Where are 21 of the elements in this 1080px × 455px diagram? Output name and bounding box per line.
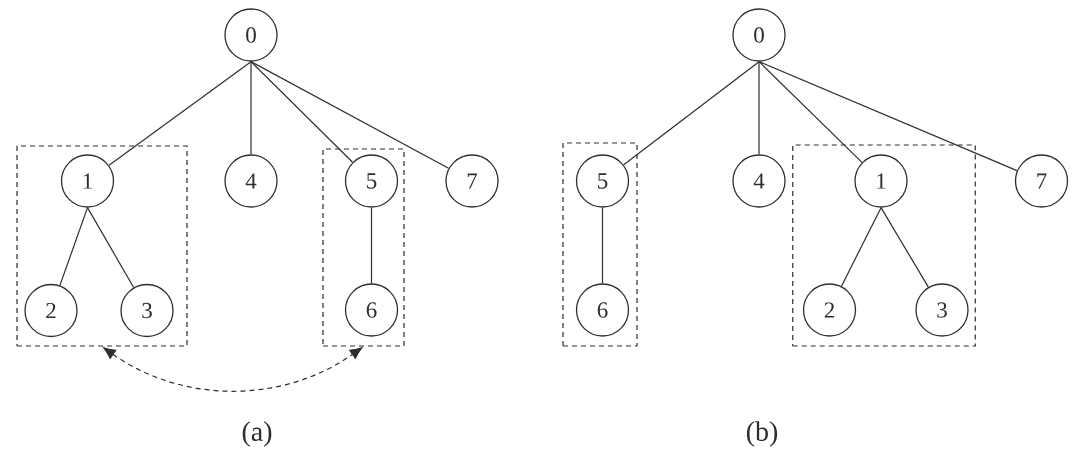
panel-label: (b) — [746, 421, 778, 447]
group-box — [16, 145, 188, 347]
panel-label: (a) — [242, 421, 272, 447]
tree-line — [59, 207, 89, 286]
tree-line — [840, 207, 882, 287]
tree-line — [86, 207, 135, 289]
tree-line — [370, 207, 373, 284]
tree-line — [623, 61, 760, 166]
tree-line — [758, 61, 863, 163]
tree-line — [250, 61, 252, 155]
group-box — [792, 144, 976, 347]
group-box — [562, 142, 638, 347]
tree-line — [880, 207, 929, 288]
tree-line — [758, 61, 1018, 172]
tree-line — [108, 61, 252, 166]
tree-line — [250, 61, 354, 163]
tree-line — [601, 207, 604, 284]
double-arrow — [103, 347, 363, 392]
group-box — [322, 148, 405, 347]
tree-line — [250, 61, 450, 169]
tree-line — [758, 61, 760, 155]
